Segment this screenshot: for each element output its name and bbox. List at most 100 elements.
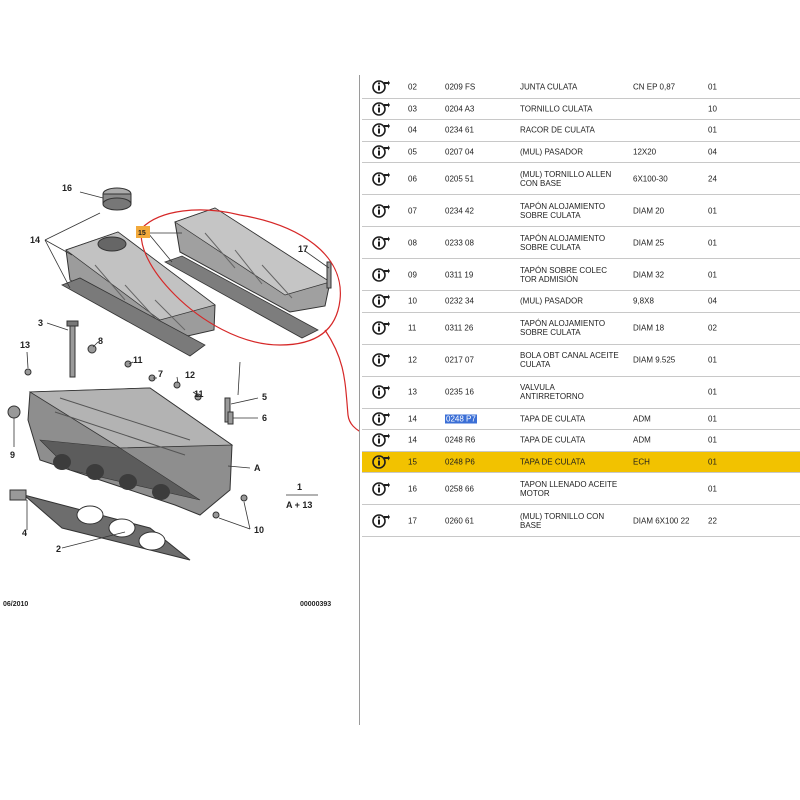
cell-reference[interactable]: 0258 66: [445, 484, 474, 493]
cell-spec: DIAM 20: [633, 206, 665, 215]
cell-description: RACOR DE CULATA: [520, 125, 595, 135]
cell-description: TAPA DE CULATA: [520, 414, 586, 424]
callout-11-top: 11: [133, 355, 143, 365]
reference-text: 0209 FS: [445, 82, 476, 92]
callout-10: 10: [254, 525, 264, 535]
reference-text: 0217 07: [445, 355, 474, 365]
cell-position: 10: [408, 296, 417, 306]
cell-reference[interactable]: 0209 FS: [445, 83, 475, 92]
info-icon[interactable]: [372, 235, 390, 251]
info-icon[interactable]: [372, 384, 390, 400]
info-icon[interactable]: [372, 320, 390, 336]
cell-quantity: 01: [708, 355, 717, 365]
cell-position: 07: [408, 206, 417, 215]
callout-8: 8: [98, 336, 103, 346]
callout-12: 12: [185, 370, 195, 380]
cell-spec: DIAM 9.525: [633, 355, 676, 365]
callout-5: 5: [262, 392, 267, 402]
cell-position: 16: [408, 484, 417, 493]
red-annotation: [140, 209, 360, 433]
cell-reference[interactable]: 0235 16: [445, 388, 474, 397]
cell-quantity: 04: [708, 147, 717, 157]
info-icon[interactable]: [372, 101, 390, 117]
cell-reference[interactable]: 0248 P6: [445, 457, 475, 466]
info-icon[interactable]: [372, 432, 390, 448]
callout-17: 17: [298, 244, 308, 254]
cell-quantity: 22: [708, 516, 717, 525]
cell-quantity: 01: [708, 414, 717, 424]
cell-reference[interactable]: 0311 19: [445, 270, 473, 279]
info-icon[interactable]: [372, 122, 390, 138]
cell-position: 09: [408, 270, 417, 279]
reference-text: 0234 61: [445, 125, 474, 135]
info-icon[interactable]: [372, 352, 390, 368]
cell-reference[interactable]: 0205 51: [445, 174, 474, 183]
cell-description: TAPÓN SOBRE COLEC TOR ADMISIÓN: [520, 265, 607, 284]
callout-4: 4: [22, 528, 27, 538]
cell-spec: CN EP 0,87: [633, 82, 676, 92]
callout-A: A: [254, 463, 261, 473]
cell-quantity: 10: [708, 104, 717, 114]
cell-position: 04: [408, 125, 417, 135]
cell-description: JUNTA CULATA: [520, 82, 578, 92]
cell-position: 08: [408, 238, 417, 247]
cell-reference[interactable]: 0204 A3: [445, 104, 474, 113]
cell-reference[interactable]: 0234 61: [445, 126, 474, 135]
info-icon[interactable]: [372, 454, 390, 470]
reference-text: 0311 19: [445, 270, 474, 279]
callout-15-highlight: [136, 226, 150, 238]
cell-position: 05: [408, 147, 417, 157]
info-icon[interactable]: [372, 293, 390, 309]
exploded-parts-diagram: 16 14 15 17 3 13 8 11 7 12 11 5 6 9 A 1 …: [3, 183, 360, 608]
cell-description: BOLA OBT CANAL ACEITE CULATA: [520, 351, 619, 369]
cell-reference[interactable]: 0233 08: [445, 238, 474, 247]
callout-3: 3: [38, 318, 43, 328]
cell-reference[interactable]: 0234 42: [445, 206, 474, 215]
info-icon[interactable]: [372, 79, 390, 95]
cell-spec: DIAM 25: [633, 238, 665, 247]
callout-15: 15: [138, 230, 146, 237]
info-icon[interactable]: [372, 411, 390, 427]
info-icon[interactable]: [372, 267, 390, 283]
cell-reference[interactable]: 0232 34: [445, 297, 474, 306]
cell-spec: DIAM 6X100 22: [633, 516, 690, 525]
cell-quantity: 02: [708, 323, 717, 333]
reference-text: 0207 04: [445, 147, 474, 157]
info-icon[interactable]: [372, 144, 390, 160]
reference-text: 0205 51: [445, 174, 474, 183]
cell-position: 14: [408, 414, 417, 424]
reference-text: 0234 42: [445, 206, 474, 215]
cell-reference[interactable]: 0207 04: [445, 147, 474, 156]
cell-quantity: 01: [708, 457, 717, 467]
cell-reference[interactable]: 0311 26: [445, 324, 473, 333]
info-icon[interactable]: [372, 481, 390, 497]
info-icon[interactable]: [372, 513, 390, 529]
callout-13: 13: [20, 340, 30, 350]
cell-reference[interactable]: 0248 R6: [445, 436, 475, 445]
callout-1: 1: [297, 482, 302, 492]
cell-reference[interactable]: 0260 61: [445, 516, 474, 525]
cell-description: TAPON LLENADO ACEITE MOTOR: [520, 479, 618, 498]
cell-position: 15: [408, 457, 417, 467]
info-icon[interactable]: [372, 203, 390, 219]
cell-reference[interactable]: 0248 P7: [445, 414, 477, 424]
info-icon[interactable]: [372, 171, 390, 187]
cell-reference[interactable]: 0217 07: [445, 356, 474, 365]
